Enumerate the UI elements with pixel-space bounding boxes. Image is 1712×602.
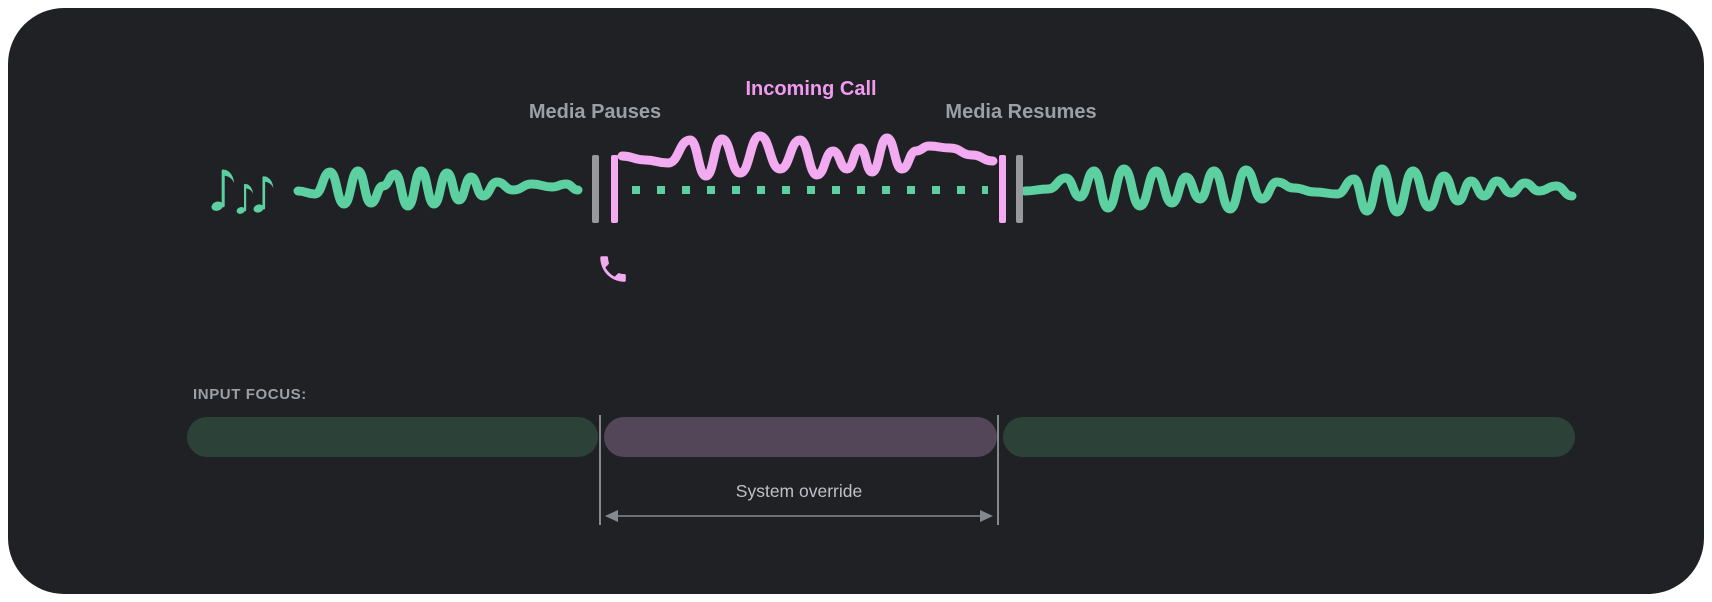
arrowhead-right-icon — [980, 510, 993, 522]
phone-icon — [600, 256, 626, 282]
incoming-call-label: Incoming Call — [745, 78, 877, 100]
media-resumes-label: Media Resumes — [945, 101, 1097, 123]
media-waveform-after — [1020, 164, 1577, 217]
media-pause-marker-pink — [611, 155, 618, 223]
input-focus-heading: INPUT FOCUS: — [193, 386, 307, 403]
media-pause-marker-gray — [592, 155, 599, 223]
music-notes-icon — [210, 169, 273, 214]
call-waveform — [617, 131, 998, 181]
media-pauses-label: Media Pauses — [528, 101, 662, 123]
override-boundary-line-right — [997, 415, 999, 525]
system-override-label: System override — [735, 481, 863, 501]
media-resume-marker-gray — [1016, 155, 1023, 223]
media-waveform-before — [293, 166, 583, 211]
focus-bar-media-after — [1003, 417, 1575, 457]
arrowhead-left-icon — [605, 510, 618, 522]
focus-bar-media-before — [187, 417, 598, 457]
override-boundary-line-left — [599, 415, 601, 525]
dark-card-background — [8, 8, 1704, 594]
media-resume-marker-pink — [999, 155, 1006, 223]
focus-bar-call — [604, 417, 997, 457]
